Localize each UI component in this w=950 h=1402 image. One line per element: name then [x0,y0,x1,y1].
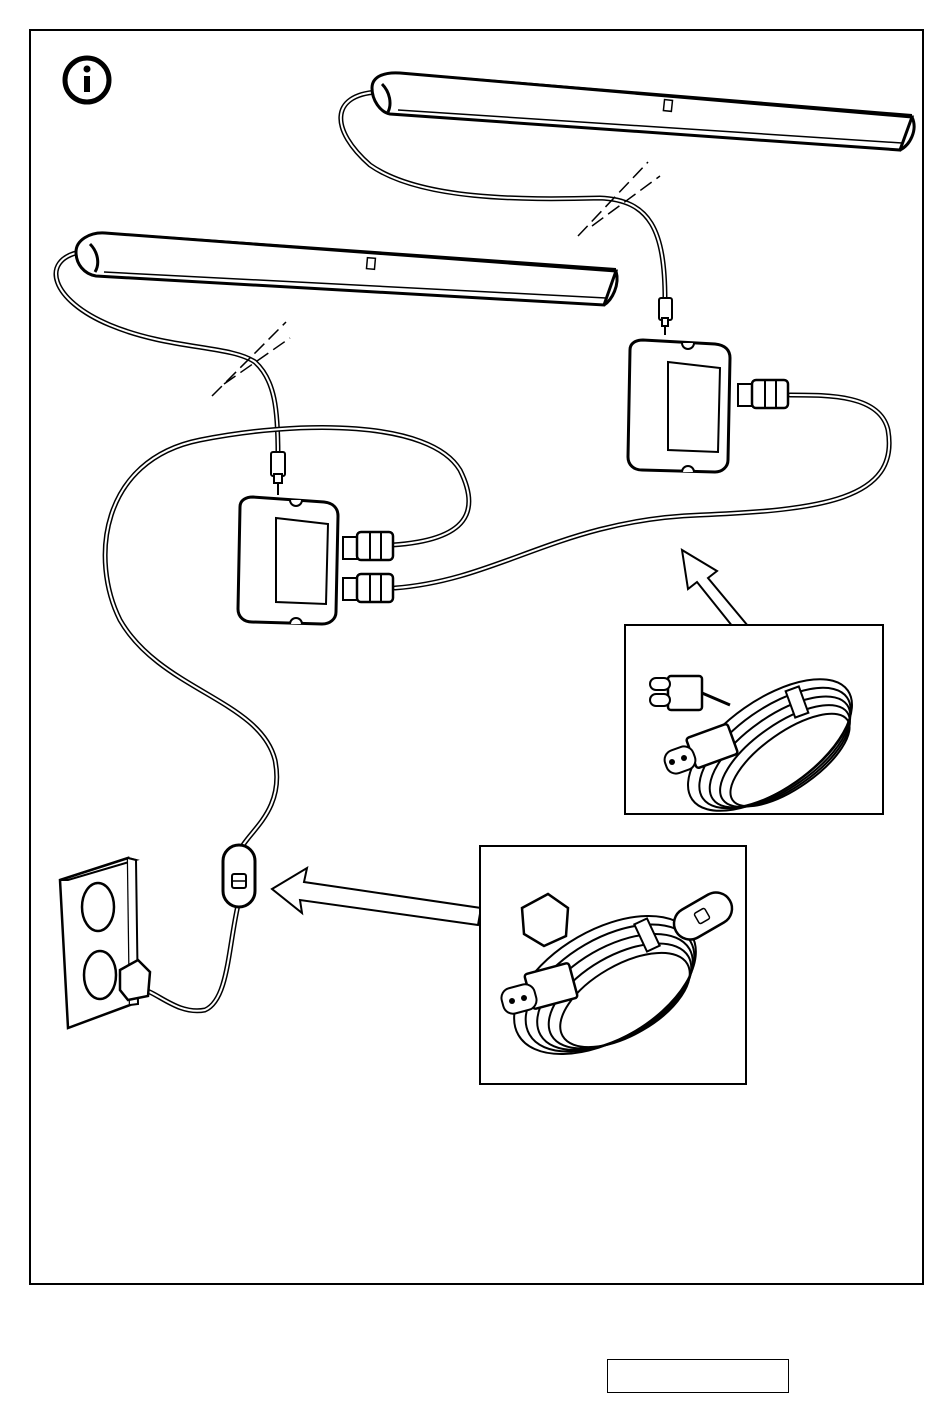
cables [56,92,889,1011]
connector-cable-coil [625,625,883,836]
transformer-box [238,497,393,624]
pointer-arrow [272,868,481,925]
inline-switch [223,845,255,907]
inline-connector [271,452,285,495]
info-icon [65,58,109,102]
wall-outlet [60,858,150,1028]
page-number-box [607,1359,789,1393]
led-light-bar [76,233,617,305]
led-light-bar [372,73,914,150]
pointer-arrow [682,550,748,632]
inline-connector [659,298,672,335]
transformer-box [628,340,788,472]
switch-plug-cable-coil [480,846,746,1084]
